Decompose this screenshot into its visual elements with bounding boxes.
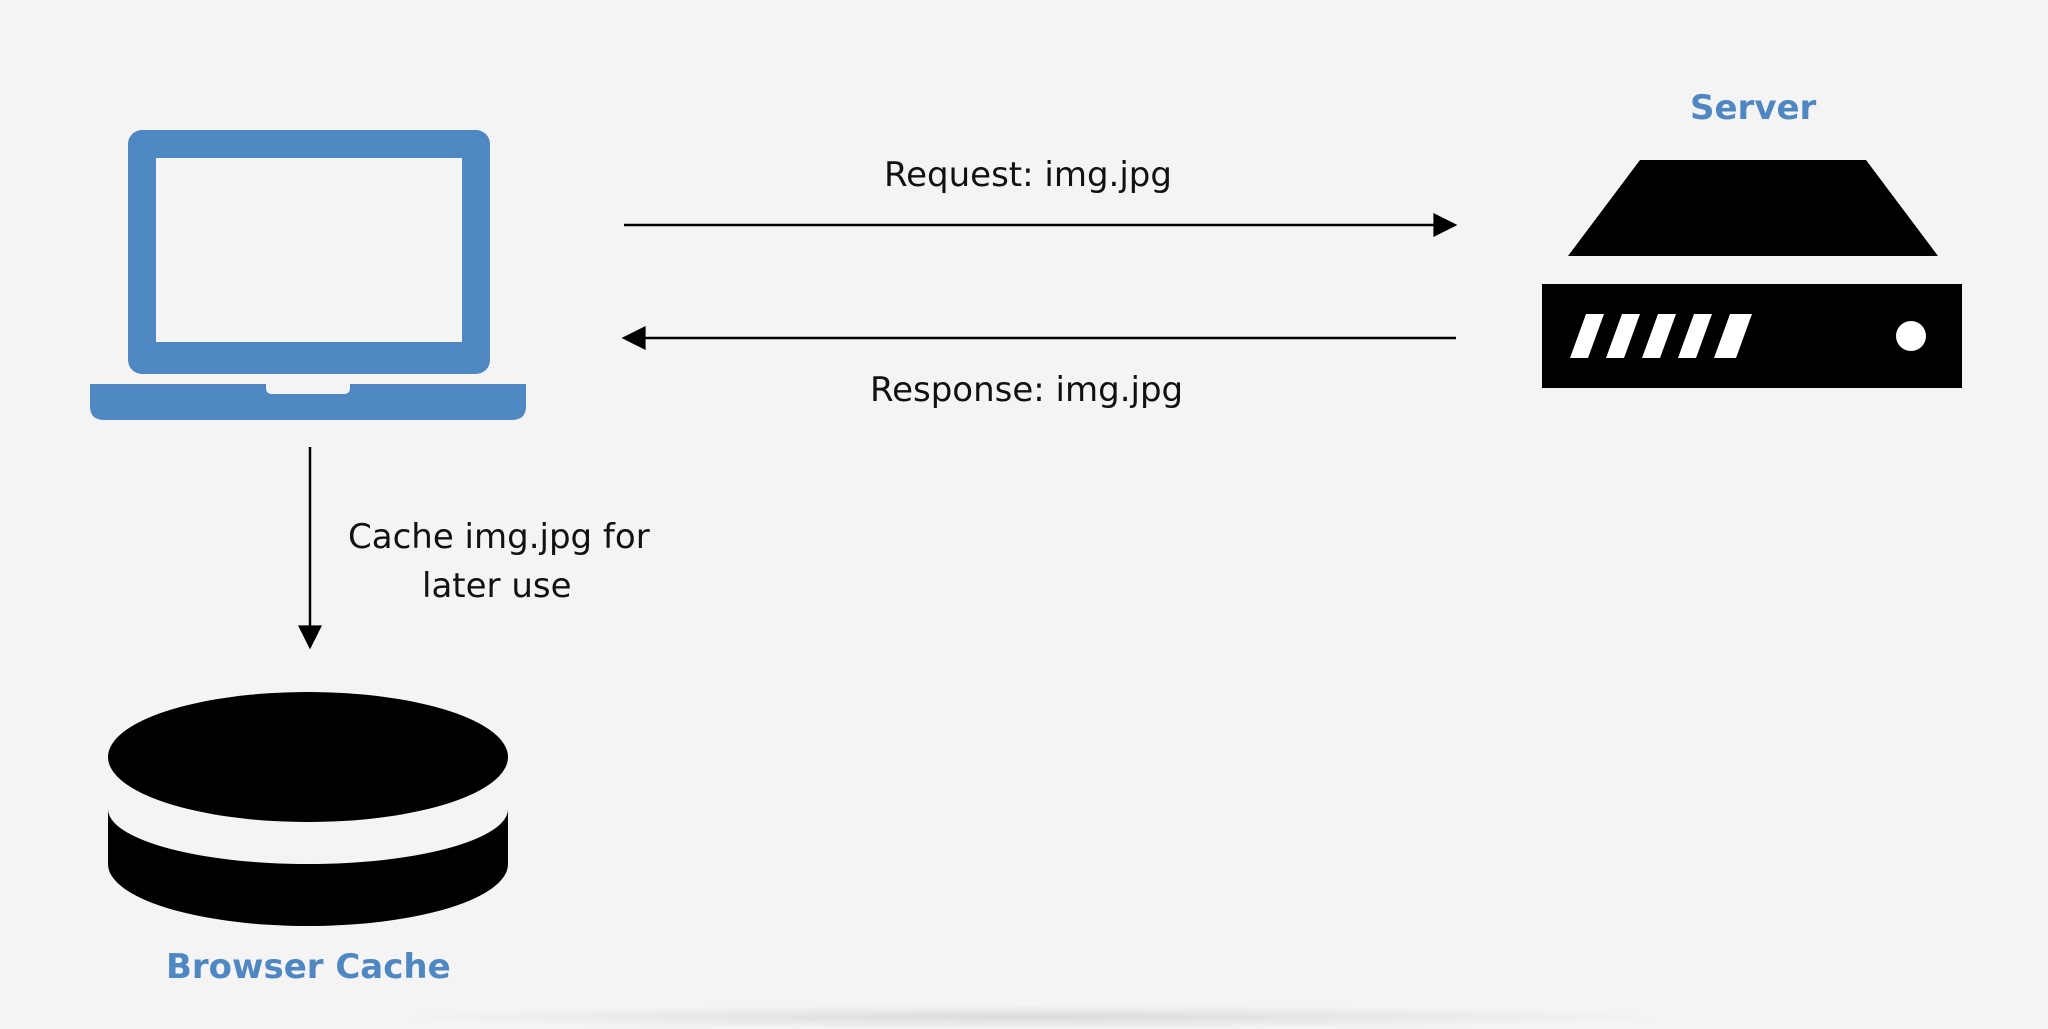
cache-label-line2: later use [422, 566, 572, 606]
request-label: Request: img.jpg [884, 155, 1172, 195]
response-label: Response: img.jpg [870, 370, 1184, 410]
cache-label-line1: Cache img.jpg for [348, 517, 650, 557]
database-icon [108, 692, 508, 926]
server-icon [1542, 160, 1962, 388]
bottom-shadow [380, 1005, 1680, 1029]
browser-cache-label: Browser Cache [166, 947, 451, 987]
laptop-icon [90, 130, 526, 420]
server-label: Server [1690, 88, 1817, 128]
